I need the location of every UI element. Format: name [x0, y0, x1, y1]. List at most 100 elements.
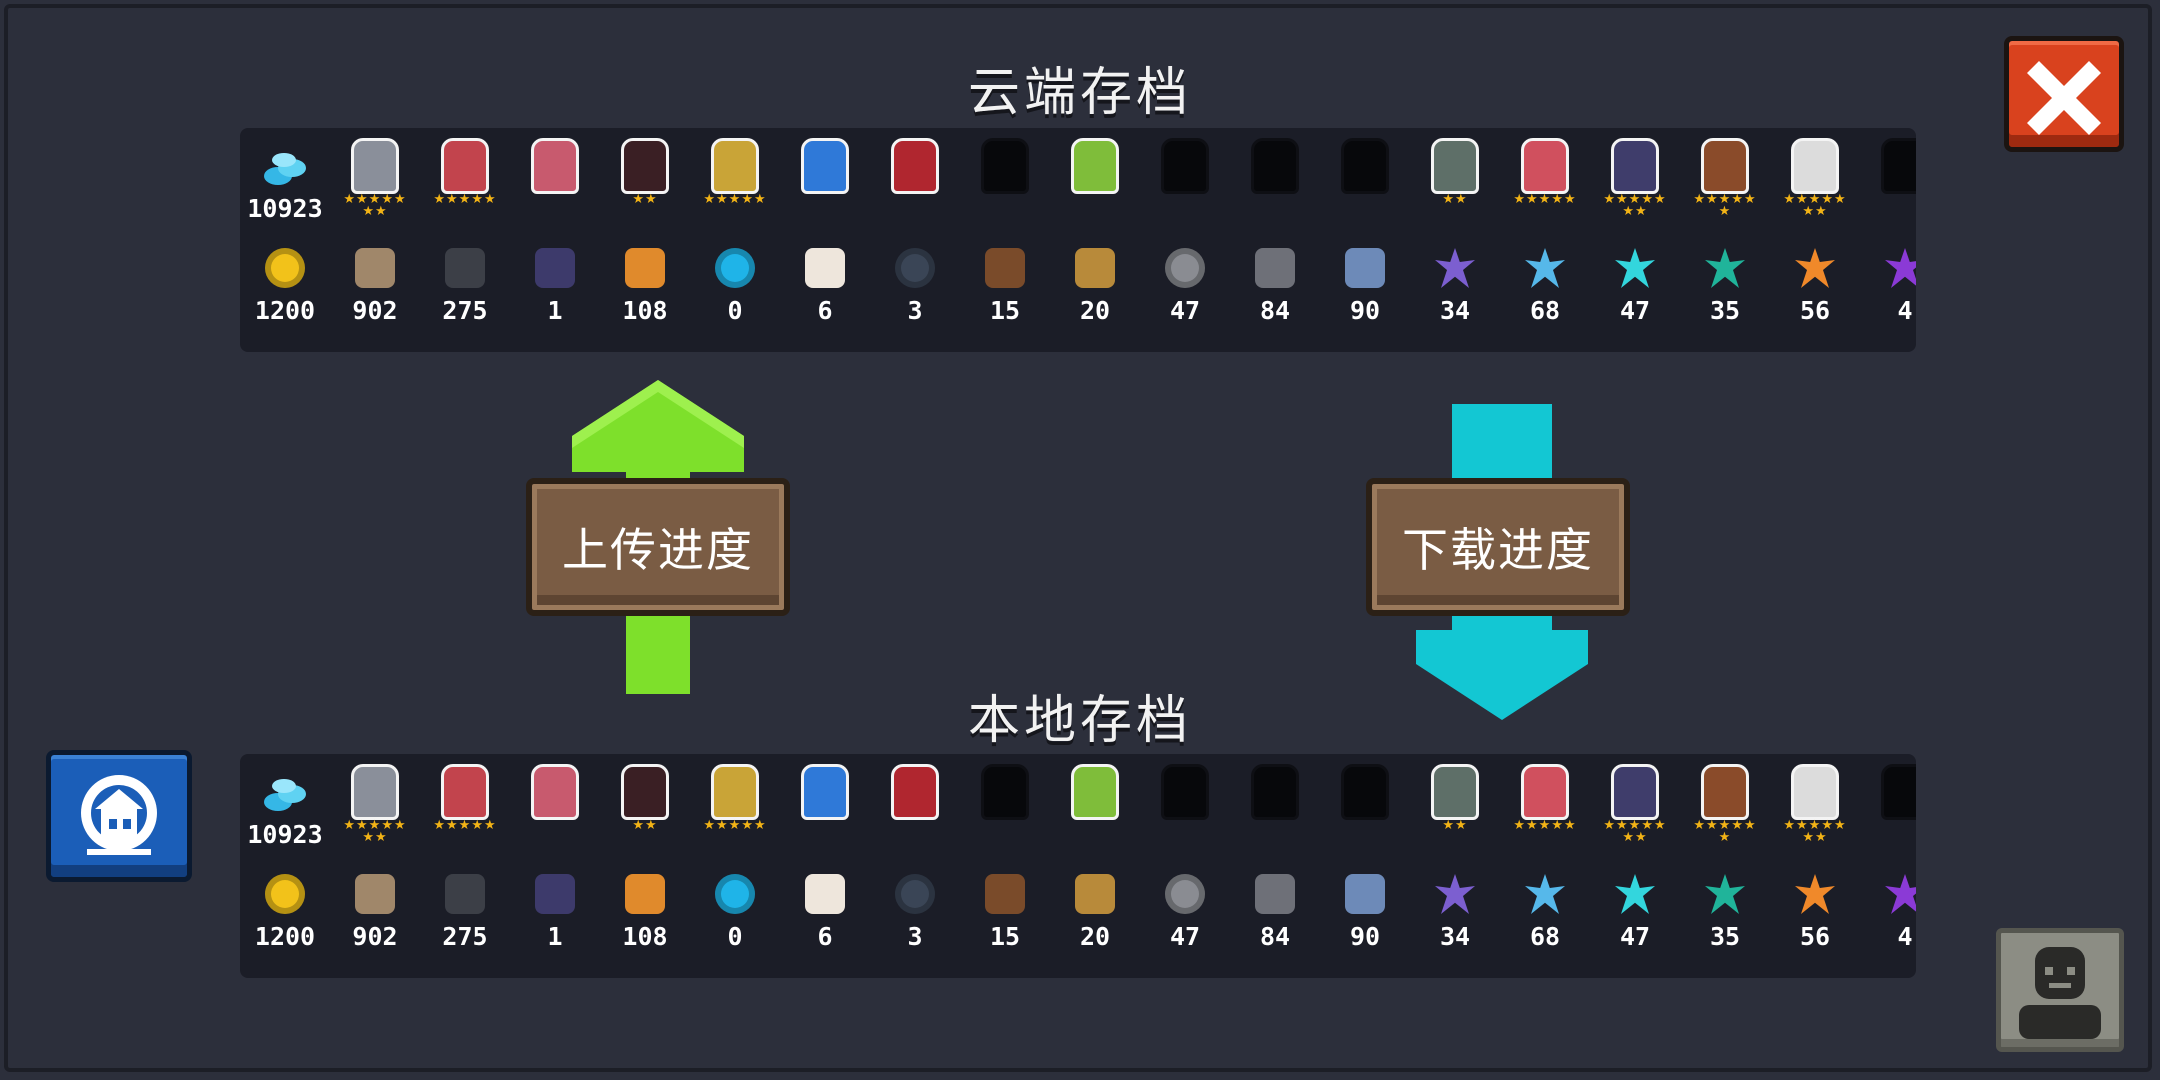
character-stars: ★★★★★ ★★ [1783, 818, 1847, 845]
material-slot: 0 [690, 866, 780, 978]
upload-progress-label: 上传进度 [562, 523, 754, 577]
gold-coin-icon [265, 248, 305, 288]
character-slot [960, 754, 1050, 866]
character-stars: ★★ [1442, 192, 1468, 207]
save-manager-button[interactable] [46, 750, 192, 882]
material-count: 15 [989, 296, 1021, 325]
taoist-icon [1791, 138, 1839, 194]
material-count: 20 [1079, 296, 1111, 325]
material-slot: 3 [870, 866, 960, 978]
character-slot: ★★★★★ [420, 754, 510, 866]
rogue-icon [441, 138, 489, 194]
material-slot: 47 [1590, 240, 1680, 352]
rogue-icon [441, 764, 489, 820]
material-count: 56 [1799, 922, 1831, 951]
purple-crystal-icon [1435, 248, 1475, 288]
berserker-icon [1521, 764, 1569, 820]
character-stars: ★★★★★ ★ [1693, 818, 1757, 845]
cloud-character-row: 10923★★★★★ ★★★★★★★★★★★★★★★★★★★★★★★★★★ ★★… [240, 128, 1916, 240]
locked-character-icon [981, 138, 1029, 194]
taoist-icon [1791, 764, 1839, 820]
download-progress-label: 下载进度 [1402, 523, 1594, 577]
character-slot: ★★ [600, 754, 690, 866]
character-slot [1050, 128, 1140, 240]
material-slot: 20 [1050, 866, 1140, 978]
download-progress-button[interactable]: 下载进度 [1366, 478, 1630, 616]
material-slot: 84 [1230, 240, 1320, 352]
blue-crystal-icon [1525, 874, 1565, 914]
material-slot: 1 [510, 240, 600, 352]
character-stars: ★★★★★ [703, 818, 767, 833]
material-count: 1 [547, 296, 563, 325]
cowboy-icon [1701, 138, 1749, 194]
book-icon [535, 874, 575, 914]
character-slot: ★★ [1410, 754, 1500, 866]
locked-character-icon [1161, 764, 1209, 820]
material-slot: 1200 [240, 866, 330, 978]
character-slot [1320, 128, 1410, 240]
material-count: 47 [1619, 296, 1651, 325]
material-count: 34 [1439, 296, 1471, 325]
material-count: 902 [352, 296, 398, 325]
locked-character-icon [1341, 138, 1389, 194]
gear-icon [1165, 248, 1205, 288]
character-slot [1860, 754, 1916, 866]
material-slot: 90 [1320, 240, 1410, 352]
witch-icon [531, 764, 579, 820]
elf-icon [1071, 138, 1119, 194]
leather-icon [355, 874, 395, 914]
character-slot [510, 128, 600, 240]
character-slot: ★★★★★ ★ [1680, 754, 1770, 866]
gem-counter: 10923 [240, 128, 330, 240]
character-stars: ★★★★★ [703, 192, 767, 207]
gem-counter: 10923 [240, 754, 330, 866]
werewolf-icon [1611, 138, 1659, 194]
book-icon [535, 248, 575, 288]
material-count: 1 [547, 922, 563, 951]
blue-crystal-icon [1525, 248, 1565, 288]
profile-avatar-button[interactable] [1996, 928, 2124, 1052]
vampire-icon [891, 764, 939, 820]
character-slot: ★★★★★ [1500, 128, 1590, 240]
upload-progress-button[interactable]: 上传进度 [526, 478, 790, 616]
material-slot: 4 [1860, 866, 1916, 978]
gem-icon [264, 779, 306, 811]
gem-count: 10923 [247, 194, 323, 223]
cloud-save-title: 云端存档 [967, 63, 1192, 123]
material-count: 0 [727, 296, 743, 325]
gear-icon [1165, 874, 1205, 914]
material-count: 6 [817, 922, 833, 951]
local-character-row: 10923★★★★★ ★★★★★★★★★★★★★★★★★★★★★★★★★★ ★★… [240, 754, 1916, 866]
wood-icon [985, 248, 1025, 288]
character-stars: ★★★★★ ★ [1693, 192, 1757, 219]
material-count: 68 [1529, 922, 1561, 951]
ore-icon [625, 874, 665, 914]
character-slot: ★★★★★ [690, 128, 780, 240]
material-count: 0 [727, 922, 743, 951]
cyan-crystal-icon [1615, 248, 1655, 288]
material-slot: 47 [1590, 866, 1680, 978]
window-frame [4, 4, 2152, 1072]
cotton-icon [805, 874, 845, 914]
material-slot: 90 [1320, 866, 1410, 978]
character-stars: ★★ [632, 818, 658, 833]
material-count: 3 [907, 922, 923, 951]
material-slot: 1200 [240, 240, 330, 352]
character-stars: ★★ [1442, 818, 1468, 833]
teal-crystal-icon [1705, 874, 1745, 914]
officer-icon [1431, 138, 1479, 194]
character-slot: ★★★★★ [420, 128, 510, 240]
close-button[interactable] [2004, 36, 2124, 152]
gold-coin-icon [265, 874, 305, 914]
fabric-icon [1345, 248, 1385, 288]
character-slot: ★★★★★ ★ [1680, 128, 1770, 240]
ore-icon [625, 248, 665, 288]
material-slot: 3 [870, 240, 960, 352]
material-count: 56 [1799, 296, 1831, 325]
material-slot: 34 [1410, 866, 1500, 978]
material-slot: 1 [510, 866, 600, 978]
engineer-icon [801, 764, 849, 820]
material-slot: 15 [960, 866, 1050, 978]
